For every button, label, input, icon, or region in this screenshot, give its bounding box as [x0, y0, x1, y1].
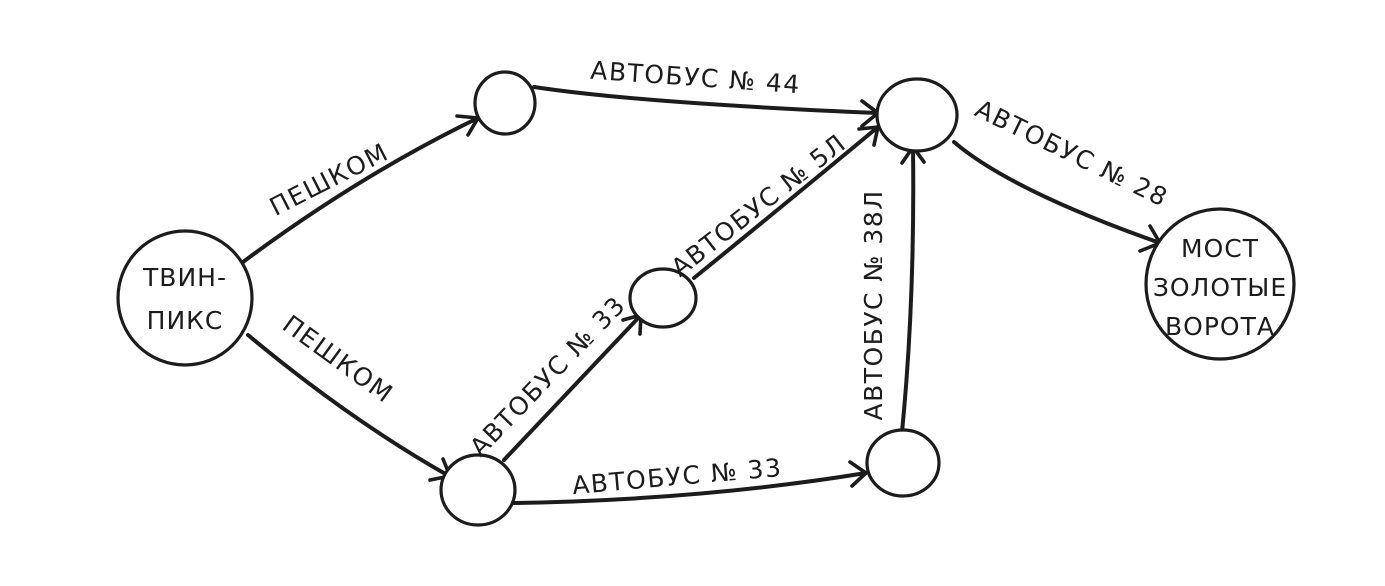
edge-label-bottom-to-middle: АВТОБУС № 33	[464, 290, 631, 462]
node-bottom-right-stop	[865, 428, 941, 498]
edge-label-bottom-to-bottom-right: АВТОБУС № 33	[571, 453, 783, 500]
node-golden-gate-label-line-2: ЗОЛОТЫЕ	[1153, 273, 1287, 302]
node-hub-stop	[875, 77, 959, 153]
edge-label-middle-to-hub: АВТОБУС № 5Л	[666, 128, 852, 282]
node-middle-stop	[628, 267, 698, 329]
node-golden-gate-bridge: МОСТ ЗОЛОТЫЕ ВОРОТА	[1144, 207, 1296, 361]
node-top-stop	[473, 70, 537, 136]
node-twin-peaks: ТВИН- ПИКС	[116, 229, 254, 367]
node-twin-peaks-label-line-1: ТВИН-	[142, 263, 227, 292]
edge-bottom-to-bottom-right	[512, 460, 868, 505]
node-bottom-left-stop	[439, 453, 517, 527]
node-golden-gate-label-line-1: МОСТ	[1181, 234, 1259, 263]
edge-label-twin-to-top: ПЕШКОМ	[265, 137, 393, 222]
edge-label-top-to-hub: АВТОБУС № 44	[589, 56, 801, 100]
node-twin-peaks-label-line-2: ПИКС	[147, 306, 224, 335]
node-golden-gate-label-line-3: ВОРОТА	[1165, 312, 1275, 341]
edge-bottom-right-to-hub	[900, 145, 926, 434]
edge-label-bottom-right-to-hub: АВТОБУС № 38Л	[859, 189, 888, 420]
edge-label-twin-to-bottom: ПЕШКОМ	[277, 309, 399, 408]
edge-top-to-hub	[532, 85, 880, 128]
edge-label-hub-to-golden-gate: АВТОБУС № 28	[971, 94, 1173, 212]
